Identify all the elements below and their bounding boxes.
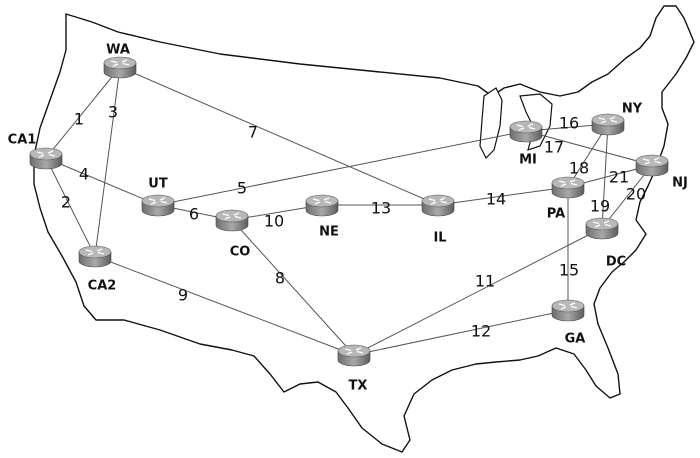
link-14 xyxy=(437,186,569,206)
link-label-20: 20 xyxy=(626,185,646,204)
link-label-3: 3 xyxy=(108,103,118,122)
router-icon-ca1 xyxy=(29,147,63,170)
link-3 xyxy=(94,66,121,257)
node-label-nj: NJ xyxy=(672,176,688,191)
router-icon-ny xyxy=(591,113,625,136)
link-label-21: 21 xyxy=(609,168,629,187)
link-label-10: 10 xyxy=(264,212,284,231)
link-label-15: 15 xyxy=(559,261,579,280)
link-12 xyxy=(353,309,569,356)
link-label-19: 19 xyxy=(590,197,610,216)
node-label-tx: TX xyxy=(349,379,368,394)
link-label-2: 2 xyxy=(61,193,71,212)
node-label-co: CO xyxy=(230,245,251,260)
link-label-9: 9 xyxy=(178,286,188,305)
node-label-pa: PA xyxy=(547,207,565,222)
router-icon-ga xyxy=(551,299,585,322)
link-label-12: 12 xyxy=(471,322,491,341)
link-label-16: 16 xyxy=(559,114,579,133)
link-label-6: 6 xyxy=(189,205,199,224)
link-label-14: 14 xyxy=(486,190,506,209)
node-label-ne: NE xyxy=(319,225,339,240)
node-label-wa: WA xyxy=(106,43,130,58)
node-label-ga: GA xyxy=(565,332,586,347)
link-label-17: 17 xyxy=(544,138,564,157)
link-1 xyxy=(45,66,121,159)
link-9 xyxy=(94,255,355,356)
link-label-1: 1 xyxy=(74,110,84,129)
node-label-dc: DC xyxy=(606,255,626,270)
link-7 xyxy=(119,66,439,206)
link-label-4: 4 xyxy=(79,165,89,184)
router-icon-ca2 xyxy=(78,245,112,268)
link-4 xyxy=(45,157,159,206)
router-icon-pa xyxy=(551,176,585,199)
router-icon-tx xyxy=(337,344,371,367)
router-icon-ne xyxy=(305,194,339,217)
link-label-8: 8 xyxy=(275,269,285,288)
router-icon-wa xyxy=(103,56,137,79)
router-icon-dc xyxy=(585,217,619,240)
lake-michigan xyxy=(479,87,503,160)
link-19 xyxy=(601,123,609,229)
link-17 xyxy=(525,130,653,166)
link-8 xyxy=(231,219,355,356)
link-20 xyxy=(601,164,653,229)
link-5 xyxy=(157,130,527,206)
link-label-11: 11 xyxy=(475,272,495,291)
link-11 xyxy=(353,227,603,356)
node-label-ny: NY xyxy=(622,102,643,117)
node-label-ut: UT xyxy=(148,177,168,192)
node-label-ca2: CA2 xyxy=(88,279,117,294)
router-icon-ut xyxy=(141,194,175,217)
link-2 xyxy=(45,157,96,257)
router-icon-co xyxy=(215,209,249,232)
router-icon-nj xyxy=(635,154,669,177)
node-label-il: IL xyxy=(433,231,446,246)
node-label-mi: MI xyxy=(519,153,537,168)
link-label-18: 18 xyxy=(569,159,589,178)
router-icon-il xyxy=(421,194,455,217)
node-label-ca1: CA1 xyxy=(8,133,37,148)
link-label-13: 13 xyxy=(371,199,391,218)
link-label-5: 5 xyxy=(237,179,247,198)
router-icon-mi xyxy=(509,120,543,143)
link-label-7: 7 xyxy=(248,123,258,142)
